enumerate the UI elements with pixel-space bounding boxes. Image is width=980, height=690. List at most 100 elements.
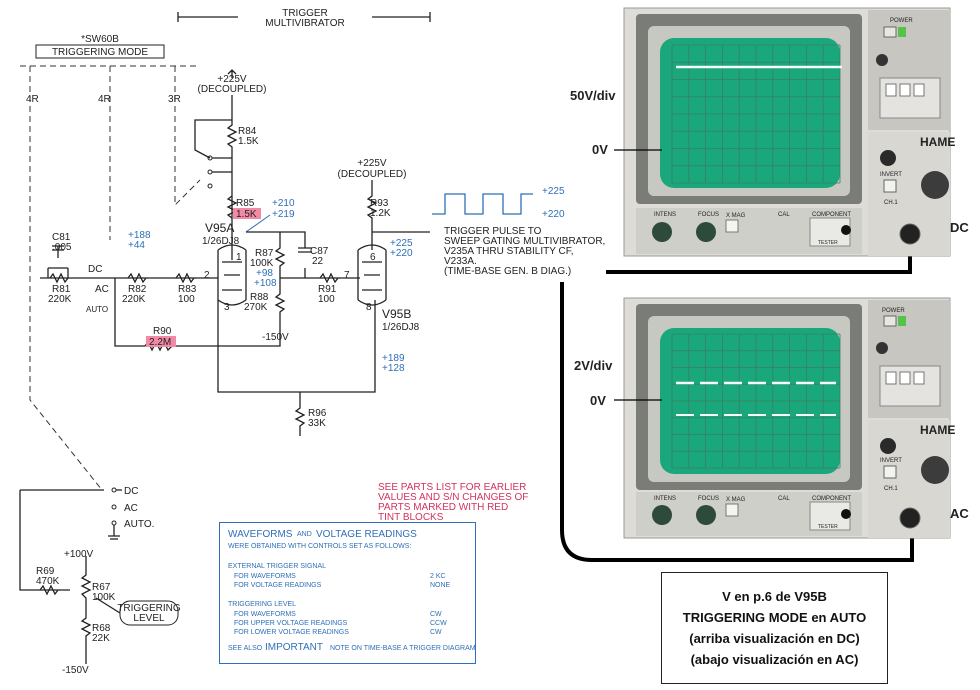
wf-title-b: VOLTAGE READINGS <box>316 529 417 540</box>
wf-row4-label: FOR UPPER VOLTAGE READINGS <box>234 620 348 627</box>
brand-bottom: HAME <box>920 423 955 437</box>
bnc-ch1-bottom[interactable] <box>899 507 921 529</box>
knob-intens-bottom[interactable] <box>652 505 672 525</box>
r90-ref: R90 <box>153 326 172 337</box>
wf-row4-value: CCW <box>430 620 447 627</box>
pin-3: 3 <box>224 302 230 313</box>
pin-2: 2 <box>204 270 210 281</box>
power-label-bottom: POWER <box>882 308 905 314</box>
knob-ypos-top[interactable] <box>880 150 896 166</box>
switch-pos-3r: 3R <box>168 94 181 105</box>
wf-subtitle: WERE OBTAINED WITH CONTROLS SET AS FOLLO… <box>228 543 412 550</box>
trigger-mv-title-2: MULTIVIBRATOR <box>265 18 344 29</box>
tester-label-top: TESTER <box>818 240 838 246</box>
invert-button-top[interactable] <box>883 179 897 193</box>
btn-b-bottom[interactable] <box>899 371 911 385</box>
trigger-note: TRIGGER PULSE TO SWEEP GATING MULTIVIBRA… <box>444 226 605 277</box>
r67-ref: R67 <box>92 582 111 593</box>
r84-ref: R84 <box>238 126 257 137</box>
dc-small: DC <box>88 264 102 275</box>
r69-ref: R69 <box>36 566 55 577</box>
oscilloscope-bottom: POWER HAME INVERT CH.1 INTENS FOCUS X MA… <box>623 297 955 539</box>
supply2-note: (DECOUPLED) <box>338 169 407 180</box>
power-led-bottom <box>898 316 906 326</box>
schematic: TRIGGER MULTIVIBRATOR *SW60B TRIGGERING … <box>19 8 605 676</box>
wf-row1-value: 2 KC <box>430 573 446 580</box>
svg-text:VALUES AND S/N CHANGES OF: VALUES AND S/N CHANGES OF <box>378 492 528 503</box>
knob-xpos-bottom[interactable] <box>876 342 888 354</box>
tester-jack-bottom[interactable] <box>841 509 851 519</box>
v95b-ref: V95B <box>382 307 411 321</box>
svg-text:TRIGGER PULSE TO: TRIGGER PULSE TO <box>444 226 542 237</box>
ch1-label-bottom: CH.1 <box>884 486 898 492</box>
reading-grid-b-1: +98 <box>256 268 273 279</box>
xmag-button-bottom[interactable] <box>725 503 739 517</box>
r96-value: 33K <box>308 418 326 429</box>
switch-pos-4r-b: 4R <box>98 94 111 105</box>
r81-ref: R81 <box>52 284 71 295</box>
wave-low: +220 <box>542 209 565 220</box>
btn-c-top[interactable] <box>913 83 925 97</box>
reading-grid-b-2: +108 <box>254 278 277 289</box>
btn-b-top[interactable] <box>899 83 911 97</box>
switch-name: *SW60B <box>81 34 119 45</box>
r87-ref: R87 <box>255 248 274 259</box>
r93-ref: R93 <box>370 198 389 209</box>
scale-top: 50V/div <box>570 88 616 103</box>
reading-plate-b-1: +225 <box>390 238 413 249</box>
reading-grid-in-2: +44 <box>128 240 145 251</box>
minus150-node: -150V <box>262 332 289 343</box>
scale-bottom: 2V/div <box>574 358 613 373</box>
caption-line-3: (arriba visualización en DC) <box>689 631 860 646</box>
btn-c-bottom[interactable] <box>913 371 925 385</box>
xmag-button-top[interactable] <box>725 219 739 233</box>
btn-a-bottom[interactable] <box>885 371 897 385</box>
auto-small: AUTO <box>86 305 108 314</box>
power-button-top[interactable] <box>883 26 897 38</box>
switch2-ac: AC <box>124 503 138 514</box>
btn-a-top[interactable] <box>885 83 897 97</box>
trig-level-label-2: LEVEL <box>133 613 165 624</box>
c87-ref: C87 <box>310 246 329 257</box>
knob-voltsdiv-top[interactable] <box>921 171 949 199</box>
plus100: +100V <box>64 549 94 560</box>
svg-text:(TIME-BASE GEN. B DIAG.): (TIME-BASE GEN. B DIAG.) <box>444 266 571 277</box>
wf-row2-label: FOR VOLTAGE READINGS <box>234 582 322 589</box>
red-note: SEE PARTS LIST FOR EARLIER VALUES AND S/… <box>378 482 528 523</box>
knob-focus-bottom[interactable] <box>696 505 716 525</box>
supply1-voltage: +225V <box>217 74 247 85</box>
component-label-top: COMPONENT <box>812 212 851 218</box>
power-button-bottom[interactable] <box>883 315 897 327</box>
pin-1: 1 <box>236 252 242 263</box>
knob-intens-top[interactable] <box>652 222 672 242</box>
r82-ref: R82 <box>128 284 147 295</box>
caption-line-4: (abajo visualización en AC) <box>690 652 859 667</box>
r85-ref: R85 <box>236 198 255 209</box>
r91-ref: R91 <box>318 284 337 295</box>
knob-xpos-top[interactable] <box>876 54 888 66</box>
r84-value: 1.5K <box>238 136 259 147</box>
knob-voltsdiv-bottom[interactable] <box>921 456 949 484</box>
tester-label-bottom: TESTER <box>818 524 838 530</box>
ch1-label-top: CH.1 <box>884 200 898 206</box>
c81-ref: C81 <box>52 232 71 243</box>
knob-focus-top[interactable] <box>696 222 716 242</box>
ac-small: AC <box>95 284 109 295</box>
focus-label-bottom: FOCUS <box>698 496 719 502</box>
v95a-ref: V95A <box>205 221 234 235</box>
invert-label-top: INVERT <box>880 172 902 178</box>
probe-cable-bottom <box>560 282 914 562</box>
r87-value: 100K <box>250 258 274 269</box>
wf-title-a: WAVEFORMS <box>228 529 293 540</box>
waveforms-conditions-box: WAVEFORMS AND VOLTAGE READINGS WERE OBTA… <box>219 522 476 664</box>
reading-plate-b-2: +220 <box>390 248 413 259</box>
bnc-ch1-top[interactable] <box>899 223 921 245</box>
knob-ypos-bottom[interactable] <box>880 438 896 454</box>
wf-footer-a: SEE ALSO <box>228 645 263 652</box>
switch-title: TRIGGERING MODE <box>52 47 148 58</box>
intens-label-bottom: INTENS <box>654 496 676 502</box>
tester-jack-top[interactable] <box>841 225 851 235</box>
invert-button-bottom[interactable] <box>883 465 897 479</box>
graticule-bottom <box>671 333 841 469</box>
reading-plate-a-1: +210 <box>272 198 295 209</box>
